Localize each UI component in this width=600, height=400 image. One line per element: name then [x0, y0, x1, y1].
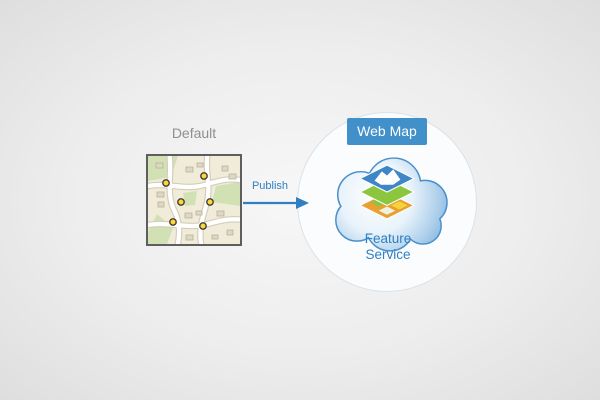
- layer-tile-blue: [359, 164, 415, 193]
- terrain-glyph: [374, 169, 401, 185]
- map-roads: [148, 156, 240, 244]
- feature-service-label: Feature Service: [364, 231, 412, 262]
- street-map-icon: [148, 156, 240, 244]
- publish-arrow-icon: [243, 197, 309, 209]
- map-buildings: [155, 162, 237, 241]
- map-point-markers: [162, 172, 214, 230]
- publish-label: Publish: [251, 180, 289, 192]
- map-thumbnail: [146, 154, 242, 246]
- default-map-label: Default: [171, 125, 217, 141]
- web-map-badge: Web Map: [347, 118, 427, 145]
- stacked-map-layers-icon: [359, 164, 415, 220]
